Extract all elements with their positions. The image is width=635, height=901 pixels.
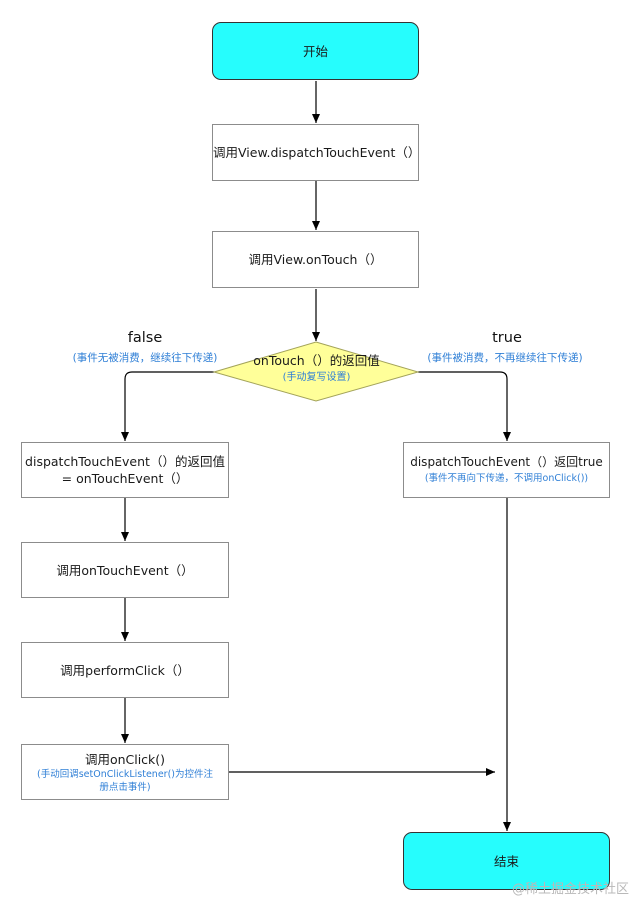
dispatch-return-line1: dispatchTouchEvent（）的返回值 (25, 454, 225, 469)
true-branch-note: (事件被消费，不再继续往下传递) (427, 352, 583, 364)
decision-text: onTouch（）的返回值 (手动复写设置) (215, 352, 418, 385)
false-branch-note: (事件无被消费，继续往下传递) (72, 352, 218, 364)
decision-label: onTouch（）的返回值 (253, 353, 380, 368)
on-click-note-line1: (手动回调setOnClickListener()为控件注 (37, 768, 213, 780)
perform-click-step: 调用performClick（） (21, 642, 229, 698)
end-node: 结束 (403, 832, 610, 890)
decision-diamond (212, 341, 420, 402)
perform-click-label: 调用performClick（） (60, 662, 190, 678)
arrow-true-branch (418, 371, 511, 441)
on-click-step: 调用onClick() (手动回调setOnClickListener()为控件… (21, 744, 229, 800)
dispatch-return-true-note: (事件不再向下传递，不调用onClick()) (424, 473, 589, 484)
watermark: @稀土掘金技术社区 (511, 882, 629, 897)
dispatch-touch-event-label: 调用View.dispatchTouchEvent（） (213, 145, 421, 160)
on-touch-label: 调用View.onTouch（） (248, 252, 383, 267)
dispatch-return-line2: = onTouchEvent（） (61, 471, 189, 486)
dispatch-return-onTouchEvent-step: dispatchTouchEvent（）的返回值 = onTouchEvent（… (21, 442, 229, 498)
dispatch-touch-event-step: 调用View.dispatchTouchEvent（） (212, 124, 421, 181)
on-touch-event-step: 调用onTouchEvent（） (21, 542, 229, 598)
on-click-note-line2: 册点击事件) (99, 781, 151, 793)
start-label: 开始 (302, 43, 328, 59)
true-branch-label: true (492, 330, 522, 346)
start-node: 开始 (212, 22, 419, 80)
on-touch-event-label: 调用onTouchEvent（） (56, 562, 194, 578)
arrow-false-branch (121, 371, 214, 441)
dispatch-return-true-step: dispatchTouchEvent（）返回true (事件不再向下传递，不调用… (403, 442, 610, 498)
on-click-label: 调用onClick() (84, 751, 166, 767)
false-branch-label: false (127, 330, 163, 346)
on-touch-step: 调用View.onTouch（） (212, 231, 419, 288)
decision-note: (手动复写设置) (282, 372, 351, 383)
end-label: 结束 (493, 853, 519, 869)
dispatch-return-true-label: dispatchTouchEvent（）返回true (410, 455, 603, 469)
